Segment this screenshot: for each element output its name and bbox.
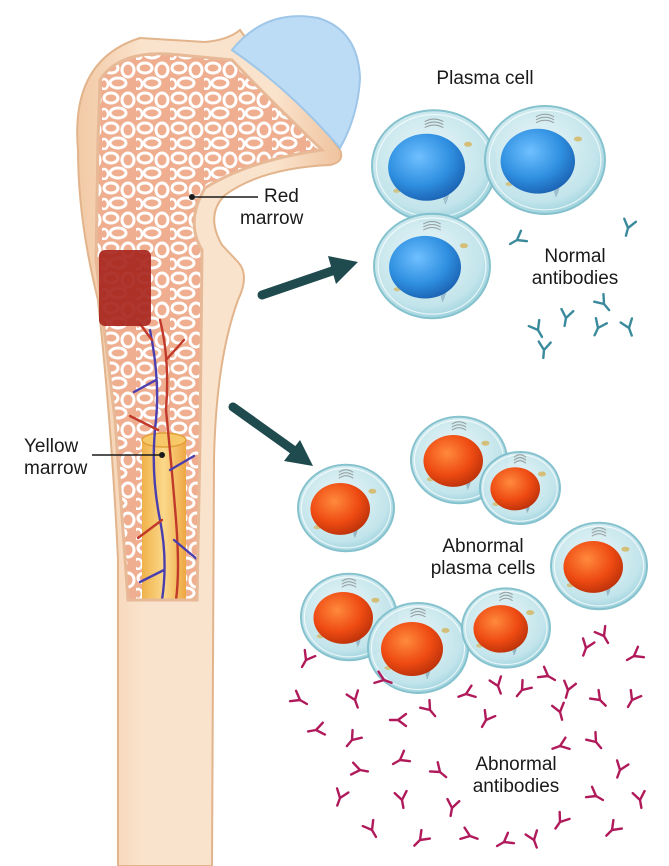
- abnormal-nucleus: [473, 605, 528, 653]
- abnormal-antibody-icon: [420, 700, 439, 720]
- abnormal-antibody-icon: [290, 691, 310, 709]
- abnormal-antibody-icon: [332, 788, 349, 807]
- abnormal-nucleus: [490, 467, 540, 510]
- abnormal-plasma-cell-icon: [298, 465, 394, 551]
- abnormal-antibody-icon: [602, 820, 622, 840]
- abnormal-antibody-icon: [477, 710, 495, 730]
- red-marrow-patch: [99, 250, 151, 326]
- normal-plasma-cell-icon: [372, 110, 496, 222]
- abnormal-antibody-icon: [490, 676, 507, 695]
- abnormal-plasma-cells-label: Abnormal plasma cells: [418, 536, 548, 580]
- normal-antibody-icon: [620, 219, 636, 238]
- abnormal-antibody-icon: [297, 650, 315, 670]
- normal-nucleus: [501, 129, 575, 194]
- abnormal-antibody-icon: [550, 738, 569, 755]
- abnormal-plasma-cell-icon: [462, 588, 550, 667]
- normal-antibody-icon: [621, 318, 638, 337]
- abnormal-antibody-icon: [590, 690, 610, 710]
- abnormal-antibody-icon: [578, 638, 595, 657]
- abnormal-antibody-icon: [410, 830, 430, 850]
- red-marrow-label: Red marrow: [240, 186, 303, 230]
- abnormal-antibody-icon: [390, 751, 410, 769]
- normal-plasma-cell-icon: [485, 106, 605, 214]
- arrow-right-icon: [262, 256, 358, 295]
- abnormal-antibody-icon: [351, 763, 369, 778]
- abnormal-antibody-icon: [445, 799, 460, 817]
- abnormal-antibody-icon: [538, 667, 558, 685]
- abnormal-nucleus: [310, 483, 370, 535]
- abnormal-antibodies-label: Abnormal antibodies: [456, 754, 576, 798]
- abnormal-antibody-icon: [347, 690, 364, 709]
- normal-antibody-icon: [559, 309, 574, 327]
- abnormal-antibodies-line2: antibodies: [456, 776, 576, 798]
- abnormal-antibody-icon: [612, 760, 629, 779]
- femur-bone: [77, 16, 360, 866]
- abnormal-antibody-icon: [456, 686, 475, 703]
- normal-nucleus: [389, 236, 461, 299]
- abnormal-antibody-icon: [624, 647, 644, 665]
- abnormal-antibody-icon: [586, 787, 606, 805]
- yellow-marrow-label: Yellow marrow: [24, 436, 87, 480]
- arrow-down-right-icon: [233, 407, 313, 466]
- abnormal-antibody-icon: [552, 703, 568, 722]
- abnormal-antibody-icon: [586, 732, 605, 752]
- abnormal-antibody-icon: [623, 690, 641, 710]
- abnormal-antibody-icon: [307, 723, 325, 738]
- abnormal-antibody-icon: [390, 714, 406, 726]
- abnormal-nucleus: [423, 435, 483, 487]
- abnormal-antibody-icon: [560, 681, 576, 700]
- abnormal-nucleus: [381, 622, 443, 676]
- normal-antibodies-label: Normal antibodies: [520, 246, 630, 290]
- abnormal-plasma-cell-icon: [551, 523, 647, 609]
- normal-antibody-icon: [537, 342, 550, 359]
- abnormal-antibody-icon: [526, 830, 543, 849]
- abnormal-plasma-cells-line2: plasma cells: [418, 558, 548, 580]
- abnormal-antibody-icon: [633, 791, 648, 809]
- yellow-marrow-line2: marrow: [24, 458, 87, 480]
- abnormal-antibody-icon: [430, 762, 450, 781]
- red-marrow-label-line1: Red: [240, 186, 303, 208]
- abnormal-antibody-icon: [342, 730, 361, 750]
- normal-nucleus: [388, 134, 465, 201]
- yellow-marrow-line1: Yellow: [24, 436, 87, 458]
- abnormal-antibody-icon: [395, 791, 410, 809]
- normal-antibody-icon: [594, 294, 613, 314]
- plasma-cell-label: Plasma cell: [420, 68, 550, 90]
- abnormal-antibodies-line1: Abnormal: [456, 754, 576, 776]
- normal-antibody-icon: [529, 320, 547, 340]
- abnormal-plasma-cell-icon: [480, 452, 560, 524]
- abnormal-antibody-icon: [550, 812, 569, 832]
- abnormal-plasma-cells-line1: Abnormal: [418, 536, 548, 558]
- normal-antibodies-line2: antibodies: [520, 268, 630, 290]
- normal-antibodies-line1: Normal: [520, 246, 630, 268]
- abnormal-nucleus: [313, 592, 373, 644]
- abnormal-antibody-icon: [512, 680, 531, 700]
- abnormal-antibody-icon: [494, 833, 514, 851]
- abnormal-nucleus: [563, 541, 623, 593]
- normal-plasma-cell-icon: [374, 214, 490, 318]
- red-marrow-label-line2: marrow: [240, 208, 303, 230]
- abnormal-antibody-icon: [595, 626, 613, 646]
- abnormal-antibody-icon: [363, 820, 381, 840]
- normal-antibody-icon: [589, 318, 607, 338]
- abnormal-antibody-icon: [460, 828, 479, 845]
